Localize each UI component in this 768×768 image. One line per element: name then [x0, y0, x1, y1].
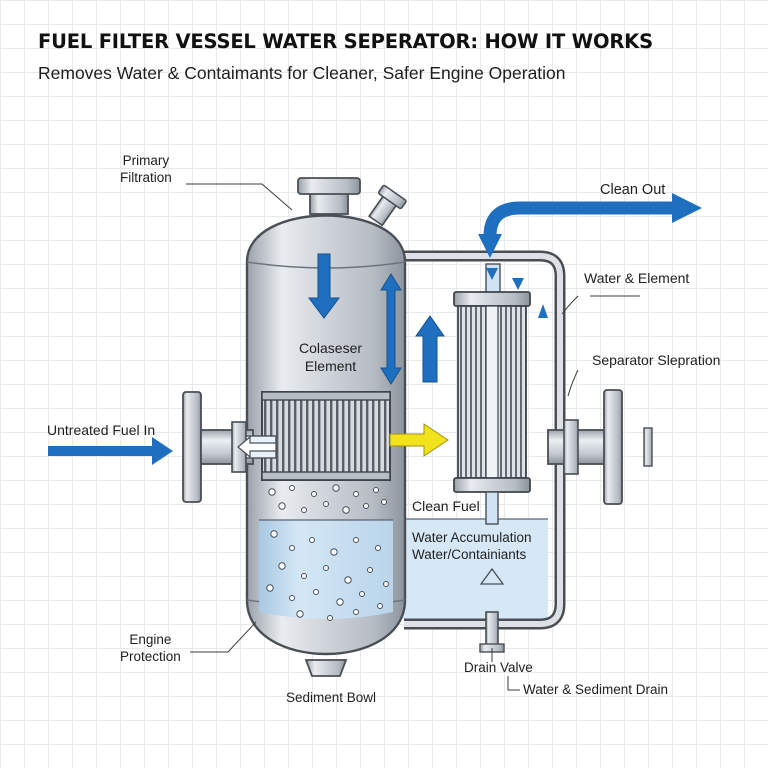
separator-cap-top — [453, 291, 531, 307]
flow-arrow-icon — [486, 268, 498, 280]
bubble-icon — [313, 589, 319, 595]
label-sediment-bowl: Sediment Bowl — [286, 690, 377, 705]
leader-lines — [186, 183, 640, 691]
bubble-icon — [383, 581, 389, 587]
separator-element — [453, 263, 531, 525]
contaminant-bubbles — [266, 484, 389, 621]
sediment-bowl — [304, 659, 348, 677]
label-primary-filtration: Primary Filtration — [120, 153, 172, 185]
top-nozzle — [309, 191, 349, 215]
label-engine-protection: Engine Protection — [120, 632, 181, 664]
label-clean-out: Clean Out — [600, 182, 666, 198]
bubble-icon — [344, 576, 352, 584]
flow-arrow-icon — [512, 278, 524, 290]
bubble-icon — [278, 502, 286, 510]
flow-arrow-icon — [48, 437, 173, 465]
label-clean-fuel: Clean Fuel — [412, 498, 480, 514]
inlet-flange — [182, 391, 202, 503]
bubble-icon — [289, 595, 295, 601]
flow-arrow-icon — [389, 423, 449, 457]
page-subtitle: Removes Water & Contaimants for Cleaner,… — [38, 63, 566, 83]
bubble-icon — [367, 567, 373, 573]
bubble-icon — [363, 503, 369, 509]
separator-cap-bottom — [453, 477, 531, 493]
bubble-icon — [359, 591, 365, 597]
label-water-element: Water & Element — [584, 270, 690, 286]
flow-arrow-icon — [479, 567, 505, 585]
label-drain-valve: Drain Valve — [464, 660, 533, 675]
label-separator-separation: Separator Slepration — [592, 352, 721, 368]
blind-flange — [643, 427, 653, 467]
bubble-icon — [268, 488, 276, 496]
bubble-icon — [373, 487, 379, 493]
flow-arrow-icon — [415, 315, 445, 383]
bubble-icon — [296, 610, 304, 618]
bubble-icon — [336, 598, 344, 606]
label-water-accumulation: Water Accumulation Water/Containiants — [412, 530, 532, 562]
bubble-icon — [327, 615, 333, 621]
label-untreated-fuel-in: Untreated Fuel In — [47, 422, 156, 438]
flow-arrow-icon — [308, 253, 340, 319]
bubble-icon — [375, 545, 381, 551]
water-accumulation-chamber — [398, 519, 548, 619]
outlet-flange — [603, 389, 623, 505]
bubble-icon — [353, 491, 359, 497]
top-nozzle-flange — [297, 177, 361, 195]
bubble-icon — [332, 484, 340, 492]
flow-arrow-icon — [483, 201, 676, 237]
flow-arrow-icon — [380, 273, 402, 385]
flow-arrow-icon — [538, 304, 548, 318]
bubble-icon — [323, 501, 329, 507]
bubble-icon — [342, 506, 350, 514]
bubble-icon — [289, 485, 295, 491]
side-nozzle-cap — [377, 184, 407, 210]
bubble-icon — [311, 491, 317, 497]
bubble-icon — [309, 537, 315, 543]
bubble-icon — [377, 603, 383, 609]
bubble-icon — [266, 584, 274, 592]
outlet-pipe — [547, 389, 653, 505]
clean-fuel-tube — [485, 491, 499, 525]
main-vessel — [245, 177, 407, 677]
bubble-icon — [301, 507, 307, 513]
coalescer-element — [261, 391, 391, 481]
bubble-icon — [330, 548, 338, 556]
bubble-icon — [381, 499, 387, 505]
bubble-icon — [270, 530, 278, 538]
bubble-icon — [278, 562, 286, 570]
bubble-icon — [353, 537, 359, 543]
label-coalescer-element: Colaseser Element — [299, 340, 363, 374]
flow-arrow-icon — [237, 435, 277, 459]
bubble-icon — [289, 545, 295, 551]
bubble-icon — [301, 573, 307, 579]
bubble-icon — [323, 565, 329, 571]
page-title: FUEL FILTER VESSEL WATER SEPERATOR: HOW … — [38, 30, 653, 53]
flow-arrows — [48, 193, 702, 585]
label-water-sediment-drain: Water & Sediment Drain — [523, 682, 669, 697]
bubble-icon — [353, 609, 359, 615]
